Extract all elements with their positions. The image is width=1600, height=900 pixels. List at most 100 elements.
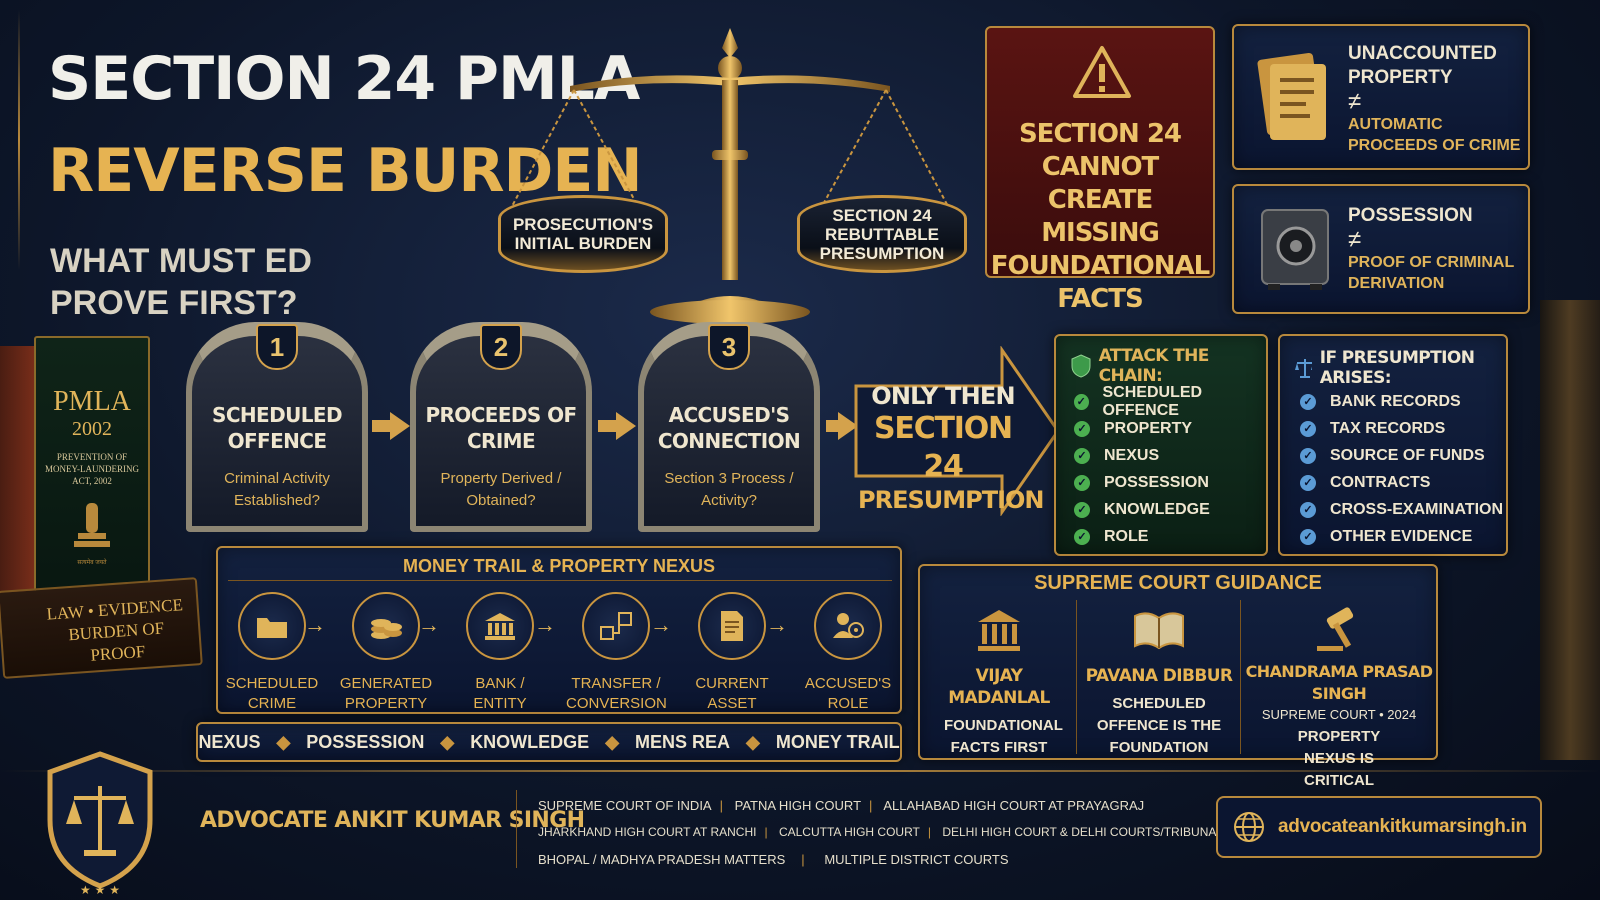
case-chandrama-prasad-singh: CHANDRAMA PRASAD SINGH SUPREME COURT • 2… <box>1242 606 1436 789</box>
tag-item: NEXUS <box>198 731 261 752</box>
list-item: ✓ SOURCE OF FUNDS <box>1300 442 1503 469</box>
arrow-right-icon <box>826 420 840 432</box>
court-name: DELHI HIGH COURT & DELHI COURTS/TRIBUNAL… <box>942 825 1232 839</box>
book-subtitle: PREVENTION OF MONEY-LAUNDERING ACT, 2002 <box>45 452 139 486</box>
card-subtitle: PROOF OF CRIMINAL DERIVATION <box>1348 254 1514 292</box>
diamond-icon: ◆ <box>746 731 760 752</box>
separator: | <box>719 798 723 813</box>
list-item-label: OTHER EVIDENCE <box>1330 527 1473 545</box>
concept-tags-bar: NEXUS ◆ POSSESSION ◆ KNOWLEDGE ◆ MENS RE… <box>196 722 902 762</box>
court-name: MULTIPLE DISTRICT COURTS <box>824 852 1009 867</box>
trail-node-accused-role: ACCUSED'S ROLE <box>798 592 898 714</box>
list-item: ✓ POSSESSION <box>1074 469 1266 496</box>
list-item: ✓ CONTRACTS <box>1300 469 1503 496</box>
list-item: ✓PROPERTY <box>1074 415 1266 442</box>
shield-check-icon <box>1071 354 1091 378</box>
gavel-icon <box>1317 607 1354 651</box>
list-item: ✓SCHEDULED OFFENCE <box>1074 384 1266 419</box>
card-subtitle: AUTOMATIC PROCEEDS OF CRIME <box>1348 116 1521 154</box>
warning-box: SECTION 24 CANNOT CREATE MISSING FOUNDAT… <box>985 26 1215 314</box>
arrow-right-icon: → <box>418 612 440 637</box>
presumption-panel: IF PRESUMPTION ARISES: ✓BANK RECORDS✓TAX… <box>1278 334 1508 556</box>
list-item: ✓ROLE <box>1074 523 1266 550</box>
warning-triangle-icon <box>1073 46 1131 98</box>
decorative-rule <box>18 10 20 270</box>
website-link[interactable]: advocateankitkumarsingh.in <box>1216 796 1542 858</box>
gate-2: 2 PROCEEDS OF CRIME Property Derived / O… <box>410 322 592 532</box>
list-item-label: POSSESSION <box>1104 473 1209 491</box>
divider <box>516 790 517 868</box>
page-subtitle: WHAT MUST ED PROVE FIRST? <box>50 242 312 322</box>
tag-item: POSSESSION <box>306 731 425 752</box>
gate-1: 1 SCHEDULED OFFENCE Criminal Activity Es… <box>186 322 368 532</box>
coins-icon <box>371 619 402 639</box>
court-name: ALLAHABAD HIGH COURT AT PRAYAGRAJ <box>883 798 1145 813</box>
list-item-label: SCHEDULED OFFENCE <box>1102 383 1203 419</box>
case-name: CHANDRAMA PRASAD SINGH <box>1245 662 1433 703</box>
case-vijay-madanlal: VIJAY MADANLAL FOUNDATIONAL FACTS FIRST <box>924 606 1074 766</box>
gate-title: SCHEDULED OFFENCE <box>212 403 343 453</box>
list-item-label: TAX RECORDS <box>1330 419 1446 437</box>
gate-subtitle: Criminal Activity Established? <box>224 470 330 509</box>
case-description: FOUNDATIONAL FACTS FIRST <box>944 717 1063 756</box>
trail-node-label: TRANSFER / CONVERSION <box>566 675 667 712</box>
only-then-line1: ONLY THEN <box>871 382 1015 410</box>
tag-item: MENS REA <box>635 731 731 752</box>
gate-number: 1 <box>256 324 298 370</box>
separator: | <box>801 852 805 867</box>
pmla-book: PMLA 2002 PREVENTION OF MONEY-LAUNDERING… <box>0 336 210 679</box>
tag-item: MONEY TRAIL <box>775 731 900 752</box>
check-icon: ✓ <box>1300 501 1316 518</box>
divider <box>1240 600 1241 754</box>
courts-row: BHOPAL / MADHYA PRADESH MATTERS | MULTIPL… <box>538 846 1231 873</box>
list-item: ✓BANK RECORDS <box>1300 388 1503 415</box>
list-item: ✓CROSS-EXAMINATION <box>1300 496 1503 523</box>
book-spine <box>0 346 38 616</box>
check-icon: ✓ <box>1074 474 1090 491</box>
list-item: ✓OTHER EVIDENCE <box>1300 523 1503 550</box>
attack-the-chain-panel: ATTACK THE CHAIN: ✓SCHEDULED OFFENCE✓PRO… <box>1054 334 1268 556</box>
arrow-right-icon: → <box>534 612 556 637</box>
transfer-icon <box>600 612 632 640</box>
court-building-icon <box>978 610 1020 651</box>
national-emblem-icon <box>74 503 110 547</box>
gate-subtitle: Section 3 Process / Activity? <box>664 470 794 509</box>
arrow-right-icon: → <box>304 612 326 637</box>
check-icon: ✓ <box>1300 474 1316 491</box>
scale-pan-left-label: PROSECUTION'S INITIAL BURDEN <box>512 215 654 253</box>
trail-node-label: SCHEDULED CRIME <box>225 675 319 712</box>
list-item-label: SOURCE OF FUNDS <box>1330 446 1485 464</box>
bank-icon <box>485 613 515 640</box>
court-name: CALCUTTA HIGH COURT <box>778 825 920 839</box>
decorative-column <box>1540 300 1600 760</box>
scales-icon <box>509 28 951 324</box>
scale-pan-right-label: SECTION 24 REBUTTABLE PRESUMPTION <box>819 205 945 263</box>
list-item-label: CONTRACTS <box>1330 473 1431 491</box>
gate-number: 2 <box>480 324 522 370</box>
case-description: SCHEDULED OFFENCE IS THE FOUNDATION <box>1096 695 1222 756</box>
arrow-right-icon: → <box>650 612 672 637</box>
gate-3: 3 ACCUSED'S CONNECTION Section 3 Process… <box>638 322 820 532</box>
arrow-head-icon <box>838 412 858 440</box>
emblem-caption: सत्यमेव जयते <box>77 560 107 566</box>
trail-node-label: GENERATED PROPERTY <box>339 675 433 712</box>
case-description: PROPERTY NEXUS IS CRITICAL <box>1297 728 1381 789</box>
trail-node-current-asset: CURRENT ASSET <box>682 592 782 714</box>
list-item: ✓KNOWLEDGE <box>1074 496 1266 523</box>
trail-node-label: CURRENT ASSET <box>695 675 769 712</box>
divider <box>1076 600 1077 754</box>
gate-number: 3 <box>708 324 750 370</box>
asset-document-icon <box>721 611 743 641</box>
folder-icon <box>257 618 287 638</box>
check-icon: ✓ <box>1300 447 1316 464</box>
court-name: BHOPAL / MADHYA PRADESH MATTERS <box>538 852 786 867</box>
arrow-right-icon <box>598 420 618 432</box>
trail-node-label: BANK / ENTITY <box>473 675 527 712</box>
courts-list: SUPREME COURT OF INDIA| PATNA HIGH COURT… <box>538 792 1231 873</box>
globe-icon <box>1234 812 1264 842</box>
case-pavana-dibbur: PAVANA DIBBUR SCHEDULED OFFENCE IS THE F… <box>1080 606 1238 766</box>
book-year: 2002 <box>72 418 112 440</box>
card-title: UNACCOUNTED PROPERTY <box>1348 43 1497 88</box>
arrow-head-icon <box>390 412 410 440</box>
separator: | <box>927 825 931 839</box>
